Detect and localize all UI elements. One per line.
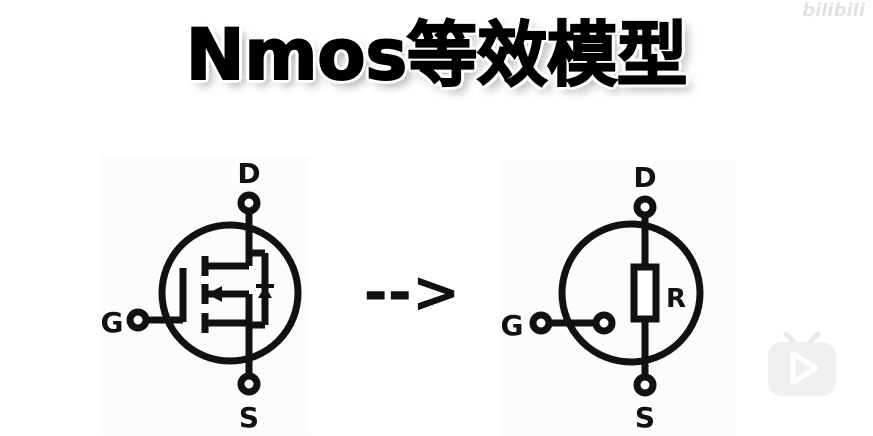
model-gate-terminal bbox=[529, 311, 553, 335]
model-source-label: S bbox=[635, 401, 655, 434]
model-drain-label: D bbox=[633, 161, 656, 194]
body-diode-arrow-icon bbox=[258, 286, 272, 298]
bilibili-watermark: bilibili bbox=[802, 0, 865, 21]
nmos-source-label: S bbox=[239, 401, 259, 434]
nmos-body-circle bbox=[158, 221, 302, 365]
model-drain-terminal bbox=[633, 195, 657, 219]
resistor-icon bbox=[630, 263, 660, 323]
nmos-drain-label: D bbox=[237, 157, 260, 190]
nmos-gate-terminal bbox=[126, 308, 150, 332]
model-gate-label: G bbox=[501, 309, 524, 342]
substrate-arrow-icon bbox=[207, 286, 222, 302]
equivalence-arrow: --> bbox=[364, 258, 461, 326]
model-source-terminal bbox=[633, 373, 657, 397]
equivalent-model bbox=[529, 195, 704, 397]
resistor-label: R bbox=[666, 284, 686, 314]
tv-play-icon[interactable] bbox=[766, 330, 838, 398]
nmos-drain-terminal bbox=[237, 191, 261, 215]
model-body-circle bbox=[558, 220, 704, 366]
right-figure-panel bbox=[500, 160, 735, 436]
nmos-source-terminal bbox=[237, 372, 261, 396]
model-gate-open-terminal bbox=[592, 311, 616, 335]
nmos-gate-label: G bbox=[101, 306, 124, 339]
page-title: Nmos等效模型 bbox=[185, 13, 688, 97]
